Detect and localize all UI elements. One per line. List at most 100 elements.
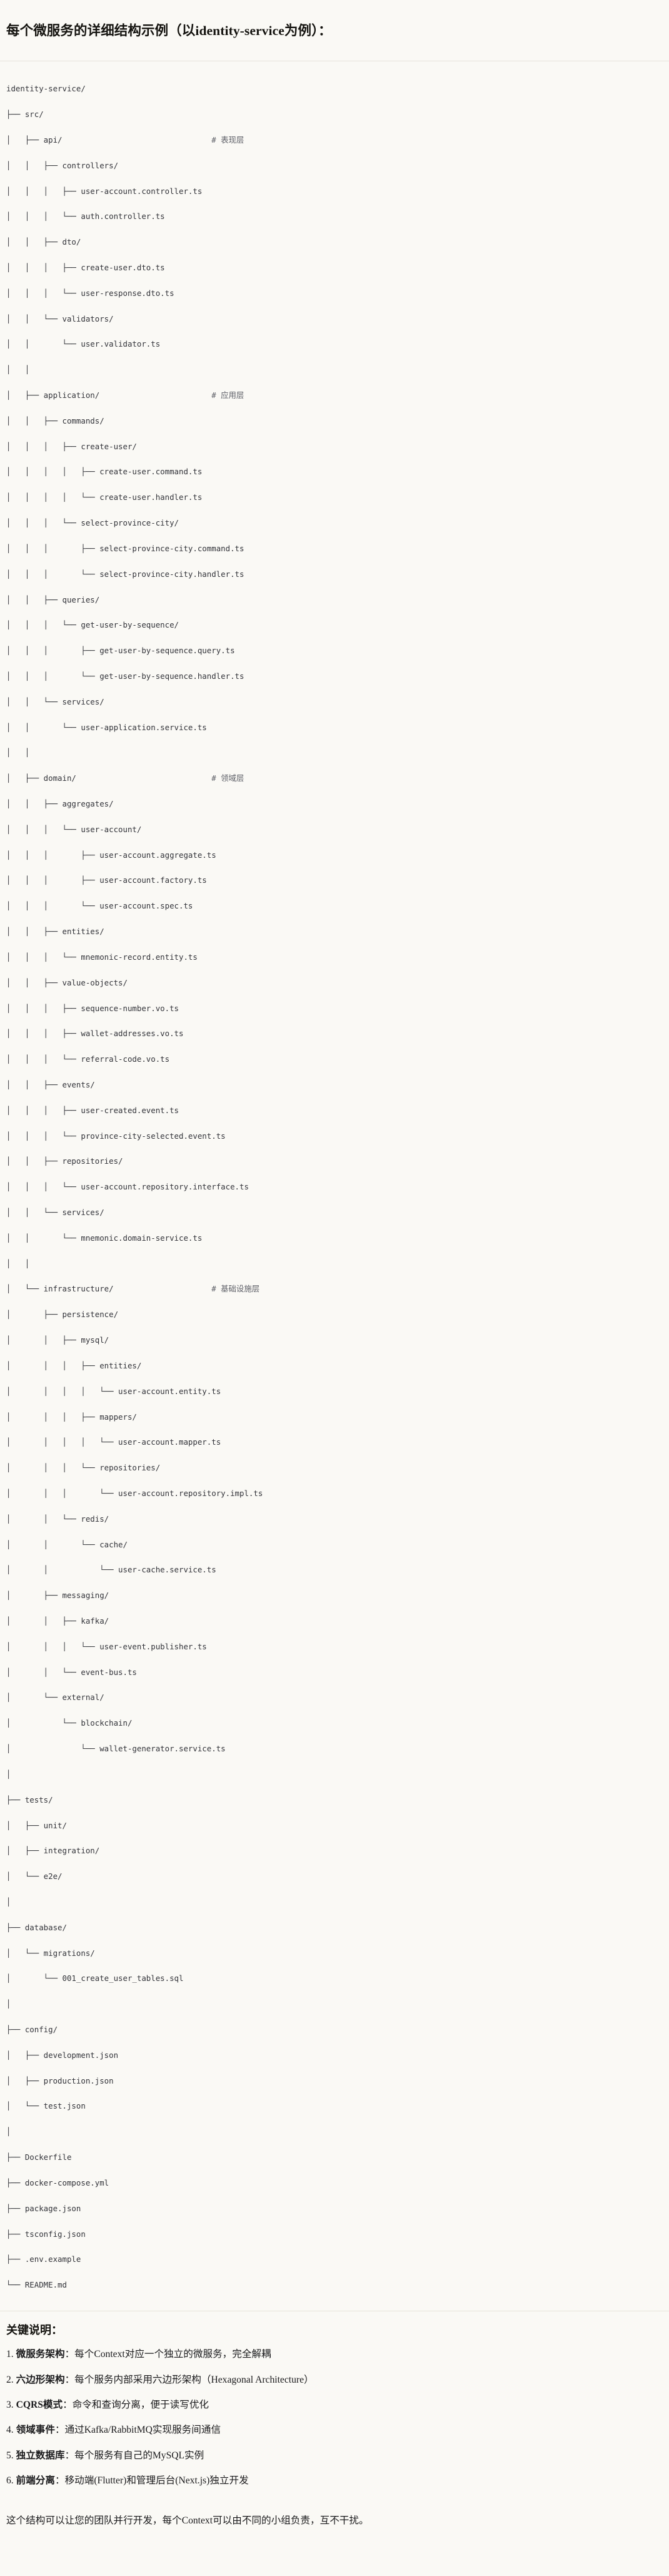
tree-line: identity-service/ xyxy=(6,84,86,94)
note-number: 3. xyxy=(6,2399,16,2410)
note-item: 2. 六边形架构：每个服务内部采用六边形架构（Hexagonal Archite… xyxy=(6,2373,663,2387)
tree-line: │ ├── unit/ xyxy=(6,1820,67,1830)
tree-line: │ └── migrations/ xyxy=(6,1948,95,1958)
tree-line: │ │ │ ├── user-account.controller.ts xyxy=(6,186,203,196)
tree-line: │ └── wallet-generator.service.ts xyxy=(6,1744,226,1754)
tree-line: │ │ │ └── user-account.spec.ts xyxy=(6,901,193,911)
note-term: 领域事件 xyxy=(16,2425,55,2436)
tree-line: │ │ │ └── user-event.publisher.ts xyxy=(6,1641,207,1651)
tree-line: │ │ │ ├── user-account.aggregate.ts xyxy=(6,850,216,860)
tree-line: ├── tsconfig.json xyxy=(6,2229,86,2239)
tree-line: │ │ └── mnemonic.domain-service.ts xyxy=(6,1233,203,1243)
tree-line: │ │ └── event-bus.ts xyxy=(6,1667,137,1677)
note-item: 6. 前端分离：移动端(Flutter)和管理后台(Next.js)独立开发 xyxy=(6,2473,663,2488)
tree-line: │ │ │ └── get-user-by-sequence.handler.t… xyxy=(6,671,244,681)
tree-line: │ │ ├── events/ xyxy=(6,1079,95,1089)
tree-line: │ xyxy=(6,2127,11,2137)
tree-line: │ │ │ ├── entities/ xyxy=(6,1360,142,1370)
tree-line: │ │ │ ├── user-account.factory.ts xyxy=(6,875,207,885)
tree-line: │ │ └── cache/ xyxy=(6,1539,128,1549)
tree-line: │ ├── messaging/ xyxy=(6,1591,109,1601)
note-item: 4. 领域事件：通过Kafka/RabbitMQ实现服务间通信 xyxy=(6,2423,663,2437)
directory-tree: identity-service/ ├── src/ │ ├── api/ # … xyxy=(0,69,669,2303)
tree-line: │ │ └── user-application.service.ts xyxy=(6,722,207,732)
tree-line: │ │ xyxy=(6,1258,30,1268)
tree-line: ├── package.json xyxy=(6,2203,81,2213)
tree-line: │ ├── application/ # 应用层 xyxy=(6,389,663,402)
tree-line: │ │ │ ├── wallet-addresses.vo.ts xyxy=(6,1029,184,1039)
tree-line: ├── docker-compose.yml xyxy=(6,2177,109,2187)
note-number: 5. xyxy=(6,2450,16,2461)
note-term: CQRS模式 xyxy=(16,2399,63,2410)
tree-line: │ │ │ │ └── user-account.entity.ts xyxy=(6,1386,221,1396)
note-term: 前端分离 xyxy=(16,2475,55,2487)
tree-node-label: │ ├── api/ xyxy=(6,135,212,145)
note-number: 4. xyxy=(6,2425,16,2436)
tree-line: │ │ │ └── user-account.repository.impl.t… xyxy=(6,1488,263,1498)
note-body: ：每个Context对应一个独立的微服务，完全解耦 xyxy=(64,2349,271,2360)
tree-line: │ ├── integration/ xyxy=(6,1846,100,1856)
tree-line: │ │ │ └── user-account/ xyxy=(6,824,142,834)
tree-line: ├── .env.example xyxy=(6,2254,81,2264)
tree-line: │ └── 001_create_user_tables.sql xyxy=(6,1973,184,1983)
note-number: 2. xyxy=(6,2374,16,2385)
tree-line: │ xyxy=(6,1896,11,1907)
tree-line: │ │ │ └── get-user-by-sequence/ xyxy=(6,620,179,630)
tree-line: │ │ │ │ └── user-account.mapper.ts xyxy=(6,1437,221,1447)
tree-line: │ └── infrastructure/ # 基础设施层 xyxy=(6,1283,663,1295)
tree-line: │ │ │ ├── user-created.event.ts xyxy=(6,1105,179,1115)
tree-line: │ │ ├── repositories/ xyxy=(6,1156,123,1166)
note-body: ：每个服务有自己的MySQL实例 xyxy=(64,2450,204,2461)
tree-line: │ │ xyxy=(6,748,30,758)
tree-line: ├── tests/ xyxy=(6,1795,53,1805)
tree-line: └── README.md xyxy=(6,2280,67,2290)
tree-line: │ │ ├── kafka/ xyxy=(6,1616,109,1626)
tree-line: │ ├── production.json xyxy=(6,2075,114,2085)
tree-line: │ xyxy=(6,1999,11,2009)
note-term: 六边形架构 xyxy=(16,2374,65,2385)
tree-line: │ ├── development.json xyxy=(6,2050,119,2060)
note-number: 6. xyxy=(6,2475,16,2487)
tree-node-label: │ └── infrastructure/ xyxy=(6,1284,212,1294)
tree-line: │ │ │ ├── create-user/ xyxy=(6,441,137,451)
tree-layer-comment: # 表现层 xyxy=(211,135,244,145)
tree-line: │ │ │ ├── sequence-number.vo.ts xyxy=(6,1003,179,1013)
tree-line: │ │ │ └── auth.controller.ts xyxy=(6,211,165,221)
page-root: 每个微服务的详细结构示例（以identity-service为例）： ident… xyxy=(0,11,669,2543)
tree-line: ├── Dockerfile xyxy=(6,2152,72,2162)
tree-line: │ │ ├── mysql/ xyxy=(6,1335,109,1345)
tree-line: ├── database/ xyxy=(6,1922,67,1932)
note-item: 5. 独立数据库：每个服务有自己的MySQL实例 xyxy=(6,2448,663,2463)
note-body: ：移动端(Flutter)和管理后台(Next.js)独立开发 xyxy=(54,2475,249,2487)
tree-line: │ xyxy=(6,1769,11,1779)
tree-layer-comment: # 领域层 xyxy=(211,773,244,783)
tree-line: │ │ xyxy=(6,365,30,375)
tree-line: │ │ ├── dto/ xyxy=(6,237,81,247)
tree-line: │ │ │ └── user-account.repository.interf… xyxy=(6,1182,249,1192)
tree-line: │ │ └── redis/ xyxy=(6,1514,109,1524)
closing-paragraph: 这个结构可以让您的团队并行开发，每个Context可以由不同的小组负责，互不干扰… xyxy=(6,2515,369,2527)
tree-layer-comment: # 基础设施层 xyxy=(211,1284,260,1294)
tree-line: │ │ └── user.validator.ts xyxy=(6,339,161,349)
tree-line: │ │ ├── commands/ xyxy=(6,415,104,425)
tree-line: │ │ │ └── select-province-city/ xyxy=(6,518,179,528)
tree-line: │ └── test.json xyxy=(6,2101,86,2111)
note-body: ：通过Kafka/RabbitMQ实现服务间通信 xyxy=(54,2425,221,2436)
note-body: ：命令和查询分离，便于读写优化 xyxy=(63,2399,209,2410)
tree-line: ├── src/ xyxy=(6,109,44,120)
tree-line: │ │ │ └── select-province-city.handler.t… xyxy=(6,569,244,579)
tree-line: │ │ ├── value-objects/ xyxy=(6,977,128,987)
tree-line: │ │ │ ├── mappers/ xyxy=(6,1412,137,1422)
tree-line: │ │ └── services/ xyxy=(6,1208,104,1217)
tree-line: │ │ │ │ ├── create-user.command.ts xyxy=(6,467,203,477)
tree-line: │ │ ├── aggregates/ xyxy=(6,799,114,808)
tree-line: │ │ │ │ └── create-user.handler.ts xyxy=(6,492,203,502)
page-title: 每个微服务的详细结构示例（以identity-service为例）： xyxy=(6,23,332,38)
notes-title: 关键说明： xyxy=(6,2323,63,2336)
tree-line: ├── config/ xyxy=(6,2025,58,2034)
tree-line: │ │ └── services/ xyxy=(6,696,104,706)
note-item: 3. CQRS模式：命令和查询分离，便于读写优化 xyxy=(6,2398,663,2412)
tree-line: │ └── e2e/ xyxy=(6,1871,63,1881)
tree-line: │ │ │ └── repositories/ xyxy=(6,1463,161,1473)
